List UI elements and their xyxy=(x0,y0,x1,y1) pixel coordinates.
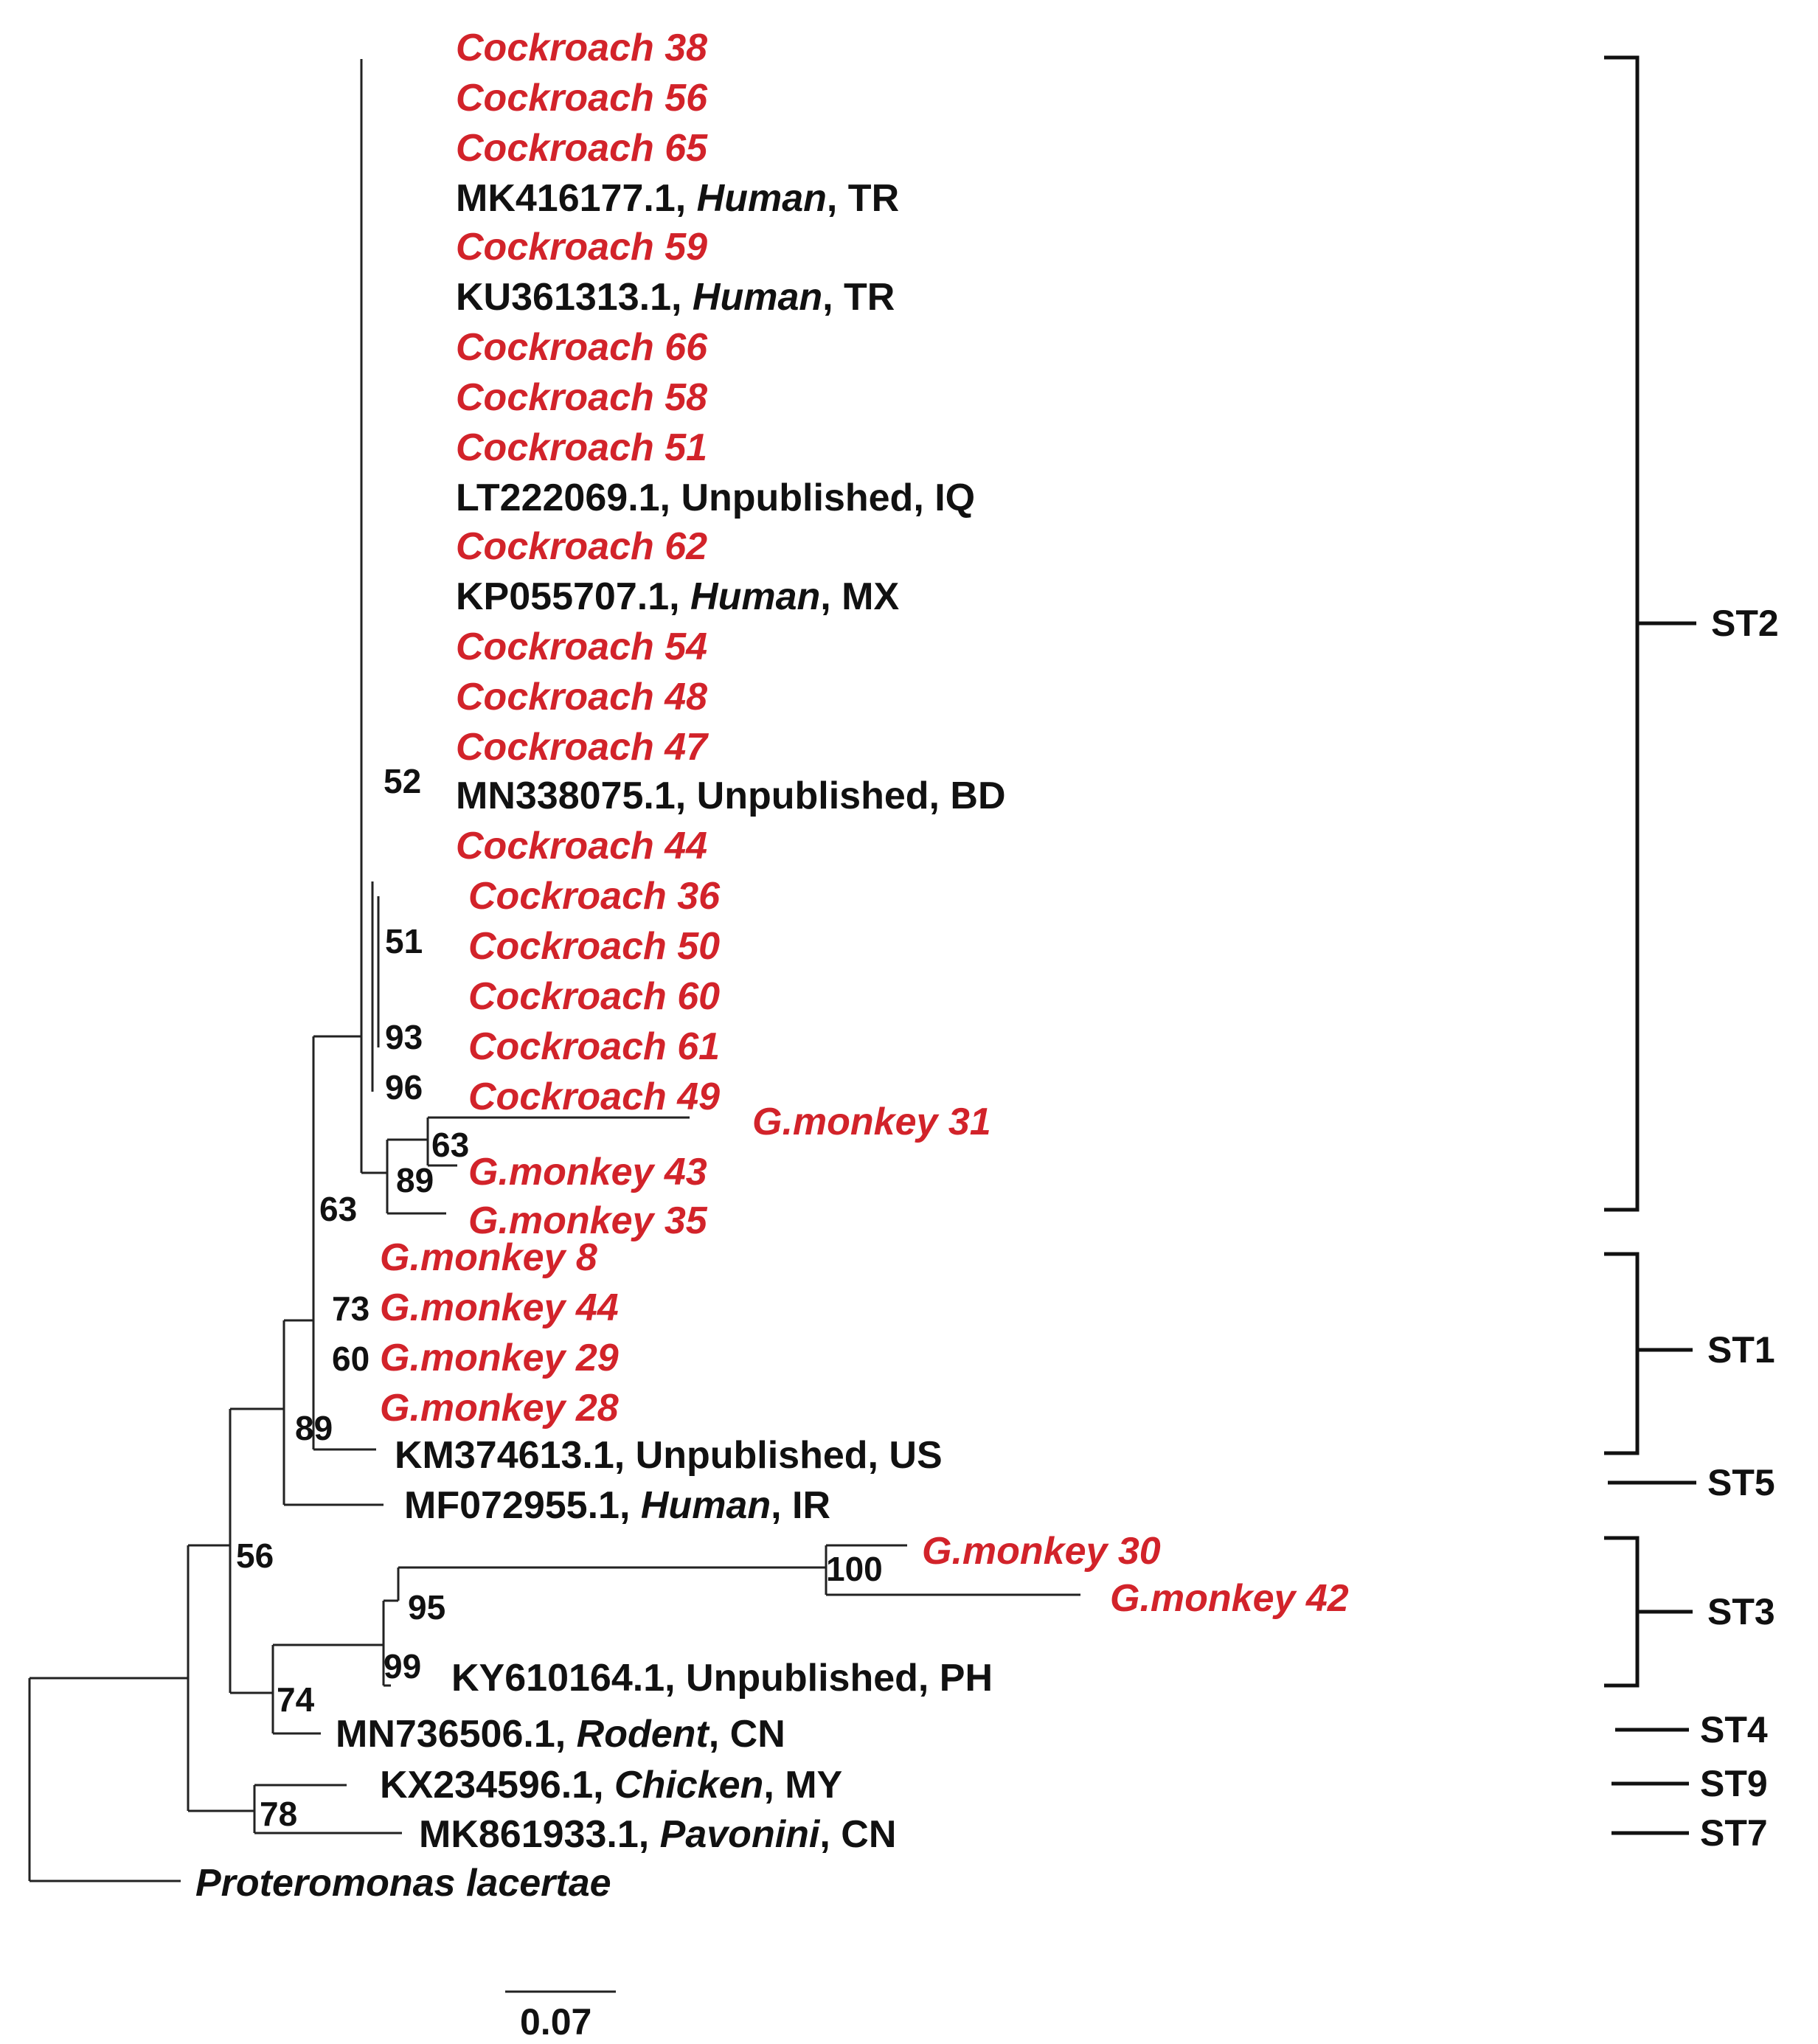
taxon-label: Proteromonas lacertae xyxy=(195,1862,611,1905)
bootstrap-value: 89 xyxy=(396,1161,434,1199)
bootstrap-value: 89 xyxy=(295,1409,333,1447)
bootstrap-value: 99 xyxy=(384,1647,421,1686)
taxon-label: Cockroach 56 xyxy=(456,77,708,119)
bootstrap-value: 51 xyxy=(385,922,423,960)
taxon-label: Cockroach 36 xyxy=(468,875,721,918)
taxon-label: Cockroach 49 xyxy=(468,1075,720,1118)
bootstrap-value: 74 xyxy=(277,1680,315,1719)
tree-branches xyxy=(28,59,1080,1993)
taxon-label: Cockroach 65 xyxy=(456,127,708,170)
bracket-st1 xyxy=(1604,1252,1640,1455)
taxon-label: G.monkey 29 xyxy=(380,1337,619,1379)
taxon-label: Cockroach 61 xyxy=(468,1025,720,1068)
taxon-label: MN736506.1, Rodent, CN xyxy=(336,1713,785,1756)
taxon-label: Cockroach 51 xyxy=(456,426,707,469)
bootstrap-value: 60 xyxy=(332,1340,370,1378)
taxon-label: G.monkey 42 xyxy=(1110,1577,1349,1620)
taxon-label: G.monkey 31 xyxy=(752,1101,991,1143)
bootstrap-value: 78 xyxy=(260,1795,297,1833)
bootstrap-value: 96 xyxy=(385,1068,423,1106)
taxon-label: G.monkey 35 xyxy=(468,1199,708,1242)
bracket-st2 xyxy=(1604,55,1640,1212)
subtype-label: ST4 xyxy=(1700,1709,1768,1750)
taxon-label: Cockroach 47 xyxy=(456,726,709,769)
taxon-label: G.monkey 8 xyxy=(380,1236,597,1279)
taxon-label: KU361313.1, Human, TR xyxy=(456,276,895,319)
subtype-label: ST1 xyxy=(1707,1329,1775,1371)
bootstrap-value: 63 xyxy=(431,1126,469,1164)
taxon-label: KX234596.1, Chicken, MY xyxy=(380,1764,842,1806)
taxon-label: KY610164.1, Unpublished, PH xyxy=(451,1657,993,1700)
subtype-label: ST7 xyxy=(1700,1812,1768,1854)
taxon-label: G.monkey 28 xyxy=(380,1387,619,1430)
taxon-label: Cockroach 59 xyxy=(456,226,707,269)
taxon-label: G.monkey 30 xyxy=(922,1530,1161,1573)
bootstrap-value: 100 xyxy=(826,1550,883,1588)
subtype-brackets: ST2 ST1 ST5 ST3 ST4 ST9 ST7 xyxy=(1604,55,1779,1854)
bootstrap-values: 52 51 93 96 63 89 63 73 60 89 56 100 95 … xyxy=(236,762,883,1833)
taxon-label: Cockroach 48 xyxy=(456,676,707,718)
taxon-label: MK861933.1, Pavonini, CN xyxy=(419,1813,896,1856)
taxon-label: MK416177.1, Human, TR xyxy=(456,177,899,220)
taxon-label: MF072955.1, Human, IR xyxy=(404,1484,830,1527)
taxon-label: KM374613.1, Unpublished, US xyxy=(395,1434,943,1477)
taxon-label: MN338075.1, Unpublished, BD xyxy=(456,775,1006,817)
bracket-st3 xyxy=(1604,1536,1640,1688)
subtype-label: ST5 xyxy=(1707,1462,1775,1503)
subtype-label: ST3 xyxy=(1707,1591,1775,1632)
bootstrap-value: 73 xyxy=(332,1289,370,1328)
taxon-label: Cockroach 58 xyxy=(456,376,707,419)
taxon-label: Cockroach 60 xyxy=(468,975,720,1018)
bootstrap-value: 52 xyxy=(384,762,421,800)
taxon-label: Cockroach 50 xyxy=(468,925,720,968)
taxon-label: Cockroach 62 xyxy=(456,525,707,568)
scale-bar-label: 0.07 xyxy=(520,2001,591,2043)
subtype-label: ST9 xyxy=(1700,1763,1768,1804)
taxon-label: KP055707.1, Human, MX xyxy=(456,575,899,618)
subtype-label: ST2 xyxy=(1711,603,1779,644)
bootstrap-value: 63 xyxy=(319,1190,357,1228)
taxon-label: Cockroach 44 xyxy=(456,825,707,867)
taxon-labels: Cockroach 38 Cockroach 56 Cockroach 65 M… xyxy=(195,27,1349,1905)
taxon-label: Cockroach 38 xyxy=(456,27,707,69)
bootstrap-value: 93 xyxy=(385,1018,423,1056)
scale-bar: 0.07 xyxy=(520,2001,591,2043)
taxon-label: Cockroach 66 xyxy=(456,326,708,369)
taxon-label: G.monkey 43 xyxy=(468,1151,707,1194)
bootstrap-value: 95 xyxy=(408,1588,445,1626)
taxon-label: LT222069.1, Unpublished, IQ xyxy=(456,477,975,519)
taxon-label: Cockroach 54 xyxy=(456,626,707,668)
bootstrap-value: 56 xyxy=(236,1537,274,1575)
taxon-label: G.monkey 44 xyxy=(380,1286,619,1329)
